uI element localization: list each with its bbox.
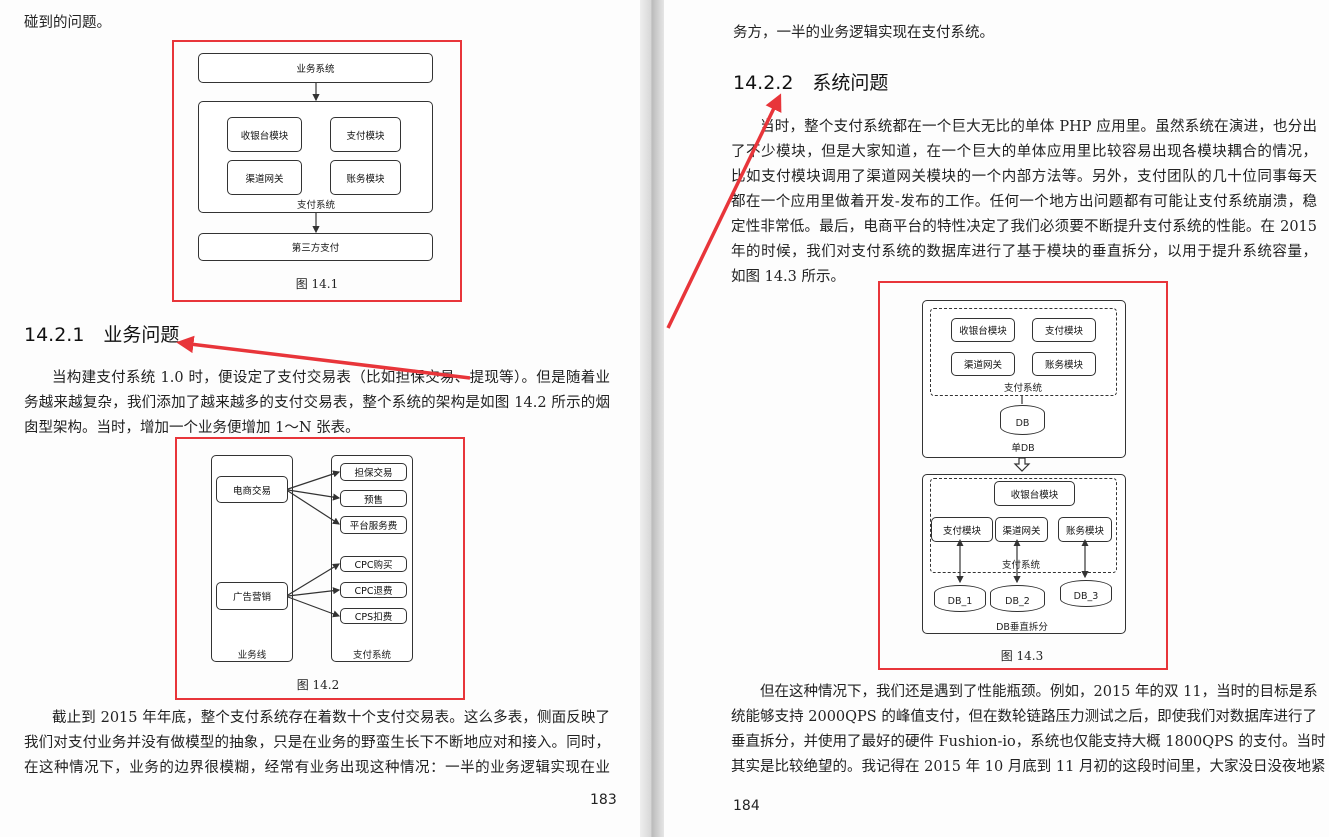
table-box: CPC退费 [340,582,407,598]
system-label: 支付系统 [296,200,336,211]
module-box: 账务模块 [1032,352,1096,376]
column-label: 业务线 [237,650,267,661]
text-line: 在这种情况下，业务的边界很模糊，经常有业务出现这种情况：一半的业务逻辑实现在业 [24,760,610,776]
database-cylinder: DB_1 [934,585,986,612]
text-line: 都在一个应用里做着开发-发布的工作。任何一个地方出问题都有可能让支付系统崩溃，稳 [731,194,1317,210]
module-box: 渠道网关 [995,517,1048,542]
left-page: 碰到的问题。 业务系统 收银台模块 支付模块 渠道网关 账务模块 支付系统 第三… [0,0,640,837]
text-line: 统能够支持 2000QPS 的峰值支付，但在数轮链路压力测试之后，即使我们对数据… [731,709,1317,725]
module-box: 收银台模块 [951,318,1015,342]
highlight-box [878,281,1168,670]
text-line: 囱型架构。当时，增加一个业务便增加 1～N 张表。 [24,420,360,436]
third-party-box: 第三方支付 [198,233,433,261]
payment-system-dashed [930,308,1117,396]
text-line: 了不少模块，但是大家知道，在一个巨大的单体应用里比较容易出现各模块耦合的情况， [731,144,1317,160]
highlight-box [175,437,465,700]
text-line: 碰到的问题。 [24,15,111,31]
text-line: 比如支付模块调用了渠道网关模块的一个内部方法等。另外，支付团队的几十位同事每天 [731,169,1317,185]
text-line: 我们对支付业务并没有做模型的抽象，只是在业务的野蛮生长下不断地应对和接入。同时， [24,735,610,751]
column-label: 支付系统 [352,650,392,661]
module-box: 渠道网关 [227,160,302,195]
split-label: DB垂直拆分 [996,622,1048,633]
page-number: 184 [733,798,760,814]
text-line: 其实是比较绝望的。我记得在 2015 年 10 月底到 11 月初的这段时间里，… [731,759,1326,775]
database-cylinder: DB_2 [990,585,1045,612]
table-box: CPS扣费 [340,608,407,624]
text-line: 当构建支付系统 1.0 时，便设定了支付交易表（比如担保交易、提现等）。但是随着… [52,370,610,386]
text-line: 务方，一半的业务逻辑实现在支付系统。 [733,25,994,41]
module-box: 收银台模块 [994,481,1075,506]
module-box: 支付模块 [931,517,993,542]
section-heading: 14.2.2 系统问题 [733,72,889,94]
page-number: 183 [590,792,617,808]
system-label: 支付系统 [1003,383,1043,394]
business-system-box: 业务系统 [198,53,433,83]
text-line: 务越来越复杂，我们添加了越来越多的支付交易表，整个系统的架构是如图 14.2 所… [24,395,610,411]
section-heading: 14.2.1 业务问题 [24,324,180,346]
database-cylinder: DB_3 [1060,580,1112,607]
system-label: 支付系统 [1001,560,1041,571]
module-box: 支付模块 [1032,318,1096,342]
text-line: 年的时候，我们对支付系统的数据库进行了基于模块的垂直拆分，以用于提升系统容量， [731,244,1317,260]
book-gutter [640,0,664,837]
database-cylinder: DB [1000,405,1045,435]
text-line: 当时，整个支付系统都在一个巨大无比的单体 PHP 应用里。虽然系统在演进，也分出 [760,119,1317,135]
text-line: 垂直拆分，并使用了最好的硬件 Fushion-io，系统也仅能支持大概 1800… [731,734,1326,750]
module-box: 账务模块 [330,160,401,195]
figure-caption: 图 14.1 [295,277,339,291]
text-line: 截止到 2015 年年底，整个支付系统存在着数十个支付交易表。这么多表，侧面反映… [52,710,610,726]
module-box: 收银台模块 [227,117,302,152]
business-box: 电商交易 [216,476,288,503]
table-box: 担保交易 [340,463,407,481]
module-box: 渠道网关 [951,352,1015,376]
table-box: 预售 [340,490,407,507]
figure-caption: 图 14.2 [296,678,340,692]
business-box: 广告营销 [216,582,288,610]
single-db-label: 单DB [1011,443,1035,454]
table-box: 平台服务费 [340,516,407,534]
table-box: CPC购买 [340,556,407,572]
module-box: 支付模块 [330,117,401,152]
text-line: 如图 14.3 所示。 [731,269,846,285]
figure-caption: 图 14.3 [1000,649,1044,663]
highlight-box [172,40,462,302]
text-line: 定性非常低。最后，电商平台的特性决定了我们必须要不断提升支付系统的性能。在 20… [731,219,1317,235]
text-line: 但在这种情况下，我们还是遇到了性能瓶颈。例如，2015 年的双 11，当时的目标… [760,684,1318,700]
module-box: 账务模块 [1058,517,1112,542]
payment-system-dashed [930,478,1117,573]
